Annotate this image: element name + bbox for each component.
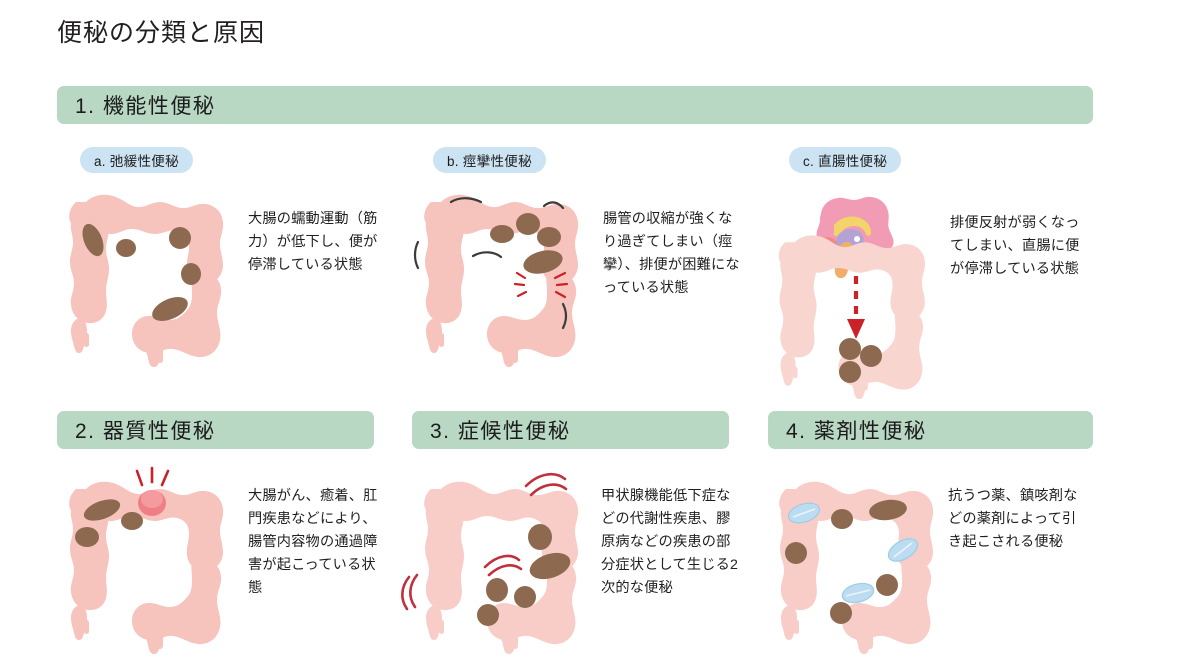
colon-spastic-illustration — [413, 186, 590, 367]
subsection-pill-label: a. 弛緩性便秘 — [94, 154, 179, 169]
section-bar-label: 1. 機能性便秘 — [75, 95, 216, 118]
colon-tumor-illustration — [60, 465, 235, 654]
panel-description: 腸管の収縮が強くなり過ぎてしまい（痙攣）、排便が困難になっている状態 — [603, 211, 740, 296]
section-bar-functional: 1. 機能性便秘 — [57, 86, 1093, 124]
panel-drug-induced-constipation: 抗うつ薬、鎮咳剤などの薬剤によって引き起こされる便秘 — [770, 465, 1110, 655]
panel-relaxed-constipation: 大腸の蠕動運動（筋力）が低下し、便が停滞している状態 — [60, 186, 400, 367]
tablet-medications — [787, 502, 919, 604]
panel-symptomatic-constipation: 甲状腺機能低下症などの代謝性疾患、膠原病などの疾患の部分症状として生じる2次的な… — [401, 465, 755, 655]
panel-description: 甲状腺機能低下症などの代謝性疾患、膠原病などの疾患の部分症状として生じる2次的な… — [601, 488, 739, 596]
panel-rectal-constipation: 排便反射が弱くなってしまい、直腸に便が停滞している状態 — [770, 182, 1110, 400]
panel-description: 抗うつ薬、鎮咳剤などの薬剤によって引き起こされる便秘 — [948, 488, 1078, 550]
colon-shape — [69, 194, 224, 367]
contraction-lines — [413, 197, 568, 330]
panel-organic-constipation: 大腸がん、癒着、肛門疾患などにより、腸管内容物の通過障害が起こっている状態 — [60, 465, 400, 655]
spasm-pain-lines — [513, 271, 569, 299]
panel-spastic-constipation: 腸管の収縮が強くなり過ぎてしまい（痙攣）、排便が困難になっている状態 — [413, 186, 755, 367]
rectal-stool-deposits — [839, 338, 882, 383]
panel-description: 大腸の蠕動運動（筋力）が低下し、便が停滞している状態 — [248, 211, 378, 273]
subsection-pill-spastic: b. 痙攣性便秘 — [433, 147, 546, 173]
subsection-pill-rectal: c. 直腸性便秘 — [789, 147, 902, 173]
stool-deposits — [477, 524, 571, 626]
stool-deposits — [785, 499, 907, 624]
signal-arrow — [847, 276, 865, 339]
section-bar-organic: 2. 器質性便秘 — [57, 411, 374, 449]
colon-shape — [424, 194, 579, 367]
subsection-pill-label: b. 痙攣性便秘 — [447, 154, 532, 169]
tumor-pain-lines — [135, 466, 170, 487]
section-bar-label: 4. 薬剤性便秘 — [786, 420, 927, 443]
colon-tablets-illustration — [770, 465, 945, 654]
tumor-lesion — [138, 490, 166, 516]
brain-colon-arrow-illustration — [770, 182, 945, 400]
colon-motion-illustration — [401, 465, 590, 654]
colon-shape — [424, 481, 579, 654]
section-bar-drug-induced: 4. 薬剤性便秘 — [768, 411, 1093, 449]
motion-arc-lines — [401, 472, 568, 611]
section-bar-label: 2. 器質性便秘 — [75, 420, 216, 443]
subsection-pill-relaxed: a. 弛緩性便秘 — [80, 147, 193, 173]
page-title: 便秘の分類と原因 — [57, 19, 266, 47]
panel-description: 大腸がん、癒着、肛門疾患などにより、腸管内容物の通過障害が起こっている状態 — [248, 488, 378, 596]
section-bar-symptomatic: 3. 症候性便秘 — [412, 411, 729, 449]
panel-description: 排便反射が弱くなってしまい、直腸に便が停滞している状態 — [950, 215, 1080, 277]
subsection-pill-label: c. 直腸性便秘 — [803, 154, 888, 169]
stool-deposits — [82, 223, 201, 321]
stool-deposits — [75, 499, 143, 547]
colon-relaxed-illustration — [60, 186, 235, 367]
stool-deposits — [490, 213, 563, 274]
section-bar-label: 3. 症候性便秘 — [430, 420, 571, 443]
